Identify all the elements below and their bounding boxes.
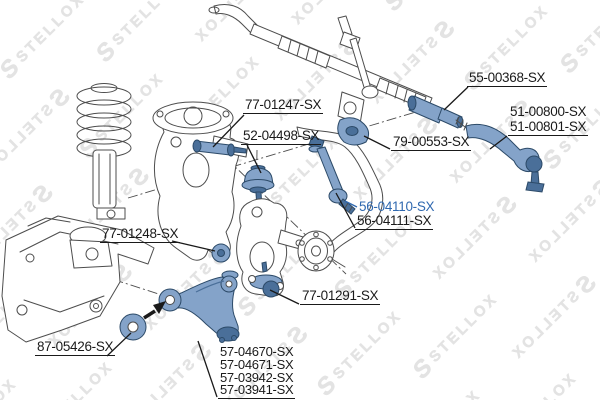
strut-spring-assembly — [76, 83, 132, 220]
part-label-51-00801[interactable]: 51-00801-SX — [508, 119, 589, 136]
part-label-57-03942[interactable]: 57-03942-SX — [220, 370, 294, 385]
wheel-hub — [297, 230, 346, 272]
part-label-77-01247[interactable]: 77-01247-SX — [243, 97, 324, 114]
bushing-77-01248[interactable] — [211, 243, 231, 263]
part-label-52-04498[interactable]: 52-04498-SX — [241, 128, 322, 145]
subframe — [1, 215, 155, 343]
ball-joint-52-04498[interactable] — [241, 165, 275, 219]
arm-bushing-87-05426[interactable] — [119, 313, 147, 341]
part-label-79-00553[interactable]: 79-00553-SX — [391, 134, 472, 151]
part-label-77-01291[interactable]: 77-01291-SX — [300, 288, 381, 305]
part-label-55-00368[interactable]: 55-00368-SX — [467, 70, 548, 87]
part-label-87-05426[interactable]: 87-05426-SX — [35, 339, 116, 356]
steering-knuckle-lower — [236, 198, 304, 297]
rack-bushing-55-00368[interactable] — [407, 95, 464, 129]
stabilizer-bushing-79-00553[interactable] — [337, 117, 370, 146]
part-label-56-04110[interactable]: 56-04110-SX — [359, 199, 435, 214]
direction-arrow — [143, 301, 166, 320]
part-label-57-03941[interactable]: 57-03941-SX — [218, 382, 296, 399]
part-label-57-04670[interactable]: 57-04670-SX — [220, 344, 294, 359]
part-label-57-04671[interactable]: 57-04671-SX — [220, 357, 294, 372]
tie-rod-end-51-00800[interactable] — [455, 116, 545, 193]
part-label-77-01248[interactable]: 77-01248-SX — [100, 226, 181, 243]
control-arm-57-04670[interactable] — [158, 270, 240, 343]
bolt-77-01247[interactable] — [192, 139, 247, 157]
part-label-56-04111[interactable]: 56-04111-SX — [355, 213, 434, 230]
part-label-51-00800[interactable]: 51-00800-SX — [510, 104, 587, 119]
